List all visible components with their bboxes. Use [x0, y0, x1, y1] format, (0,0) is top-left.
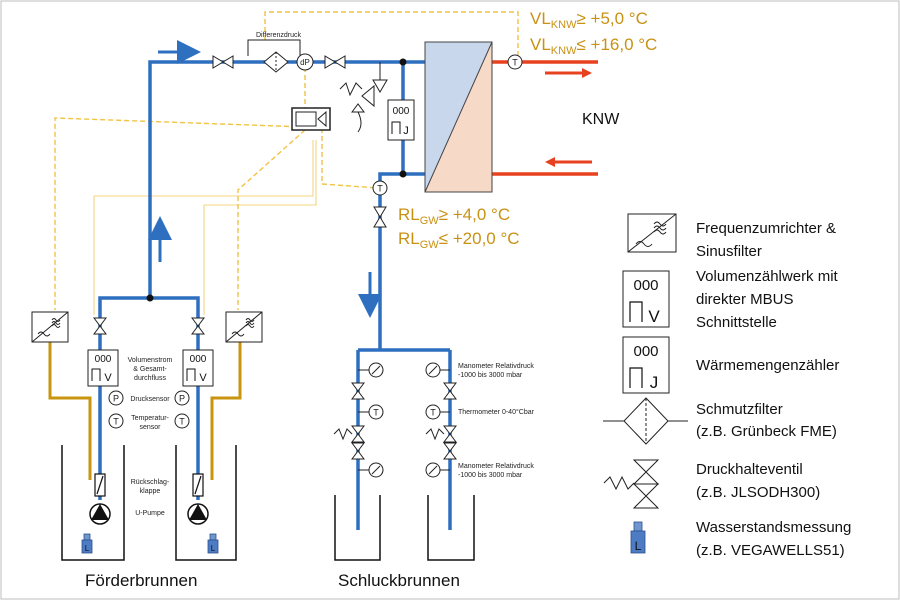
svg-text:Thermometer 0-40°Cbar: Thermometer 0-40°Cbar	[458, 408, 535, 416]
svg-text:T: T	[377, 184, 383, 194]
foerderbrunnen-title: Förderbrunnen	[85, 571, 197, 590]
volume-meter-left: 000 V	[87, 349, 119, 387]
svg-text:klappe: klappe	[140, 488, 161, 495]
svg-text:Manometer Relativdruck: Manometer Relativdruck	[458, 363, 534, 370]
svg-text:000: 000	[95, 354, 112, 365]
svg-text:V: V	[199, 372, 207, 384]
svg-text:000: 000	[190, 354, 207, 365]
fu-converter-right	[225, 311, 263, 343]
p-sensor-right: P	[174, 390, 190, 406]
junction-dots	[146, 58, 407, 302]
level-sensors: L L	[81, 533, 219, 554]
legend-volume-icon: 000 V	[622, 270, 670, 328]
energy-meter-hx: 000 J	[387, 99, 415, 141]
rl-max-label: RLGW≤ +20,0 °C	[398, 229, 520, 251]
heat-exchanger	[424, 41, 493, 193]
legend-druck-line1: Druckhalteventil	[696, 461, 803, 478]
relief-valve	[339, 62, 388, 133]
svg-text:Volumenstrom: Volumenstrom	[128, 357, 173, 364]
knw-label: KNW	[582, 111, 620, 128]
check-valves	[94, 473, 204, 497]
fu-converter-top	[291, 107, 331, 131]
legend-waerme: Wärmemengenzähler	[696, 357, 839, 374]
svg-text:-1000 bis 3000 mbar: -1000 bis 3000 mbar	[458, 372, 523, 379]
svg-text:Drucksensor: Drucksensor	[130, 396, 170, 403]
pumps	[89, 503, 209, 525]
injection-instruments-right	[425, 362, 457, 478]
volume-meter-right: 000 V	[182, 349, 214, 387]
legend-wasser-line2: (z.B. VEGAWELLS51)	[696, 542, 845, 559]
legend-vol-line3: Schnittstelle	[696, 314, 777, 331]
svg-text:Manometer Relativdruck: Manometer Relativdruck	[458, 463, 534, 470]
svg-text:L: L	[85, 544, 90, 553]
t-sensor-rl: T	[372, 180, 388, 196]
svg-text:V: V	[648, 307, 660, 326]
svg-text:J: J	[650, 373, 659, 392]
svg-text:Rückschlag-: Rückschlag-	[131, 479, 170, 486]
svg-text:000: 000	[393, 106, 410, 117]
legend-freq-icon	[627, 213, 677, 253]
legend-schmutz-line2: (z.B. Grünbeck FME)	[696, 423, 837, 440]
top-filter	[263, 51, 289, 73]
svg-text:V: V	[104, 372, 112, 384]
legend-freq-line1: Frequenzumrichter &	[696, 220, 836, 237]
well-shafts-schluck	[334, 495, 475, 561]
svg-text:J: J	[403, 125, 409, 137]
injection-instruments-left	[333, 362, 384, 478]
flow-arrows	[148, 40, 382, 318]
rl-min-label: RLGW≥ +4,0 °C	[398, 205, 510, 227]
t-in-right: T	[430, 408, 436, 418]
injection-annotations: Manometer Relativdruck -1000 bis 3000 mb…	[458, 363, 535, 479]
svg-text:000: 000	[633, 343, 658, 360]
vl-min-label: VLKNW≥ +5,0 °C	[530, 9, 648, 31]
legend-energy-icon: 000 J	[622, 336, 670, 394]
legend-schmutz-line1: Schmutzfilter	[696, 401, 783, 418]
t-sensor-left: T	[108, 413, 124, 429]
legend-druckhalte-icon	[603, 459, 660, 509]
svg-text:P: P	[113, 394, 119, 404]
well-valve-left	[93, 317, 107, 335]
svg-text:T: T	[113, 417, 119, 427]
svg-text:sensor: sensor	[139, 424, 161, 431]
svg-text:dP: dP	[300, 58, 310, 67]
svg-text:T: T	[179, 417, 185, 427]
svg-text:U-Pumpe: U-Pumpe	[135, 510, 165, 517]
legend-vol-line1: Volumenzählwerk mit	[696, 268, 839, 285]
svg-text:L: L	[635, 539, 642, 553]
t-in-left: T	[373, 408, 379, 418]
svg-text:T: T	[512, 58, 518, 68]
top-valve-1	[212, 55, 234, 69]
svg-text:durchfluss: durchfluss	[134, 375, 166, 382]
svg-text:P: P	[179, 394, 185, 404]
svg-text:-1000 bis 3000 mbar: -1000 bis 3000 mbar	[458, 472, 523, 479]
fu-converter-left	[31, 311, 69, 343]
vl-max-label: VLKNW≤ +16,0 °C	[530, 35, 657, 57]
well-valve-right	[191, 317, 205, 335]
p-sensor-left: P	[108, 390, 124, 406]
legend-vol-line2: direkter MBUS	[696, 291, 794, 308]
svg-text:L: L	[211, 544, 216, 553]
svg-text:& Gesamt-: & Gesamt-	[133, 366, 167, 373]
dp-instrument: dP	[296, 53, 314, 71]
legend-freq-line2: Sinusfilter	[696, 243, 762, 260]
diffdruck-bracket	[247, 39, 301, 56]
legend-filter-icon	[603, 397, 688, 445]
legend-druck-line2: (z.B. JLSODH300)	[696, 484, 820, 501]
schluckbrunnen-title: Schluckbrunnen	[338, 571, 460, 590]
signal-lines-fine	[93, 140, 317, 315]
pump-cables	[48, 342, 242, 480]
t-sensor-right: T	[174, 413, 190, 429]
differenzdruck-label: Differenzdruck	[256, 32, 302, 39]
svg-text:000: 000	[633, 277, 658, 294]
svg-text:Temperatur-: Temperatur-	[131, 415, 169, 422]
well-annotations: Volumenstrom & Gesamt- durchfluss Drucks…	[128, 357, 173, 517]
well-shafts-foerder	[61, 445, 237, 561]
rl-valve	[373, 206, 387, 228]
legend-level-icon: L	[630, 521, 646, 554]
t-sensor-vl: T	[507, 54, 523, 70]
legend-wasser-line1: Wasserstandsmessung	[696, 519, 851, 536]
top-valve-2	[324, 55, 346, 69]
